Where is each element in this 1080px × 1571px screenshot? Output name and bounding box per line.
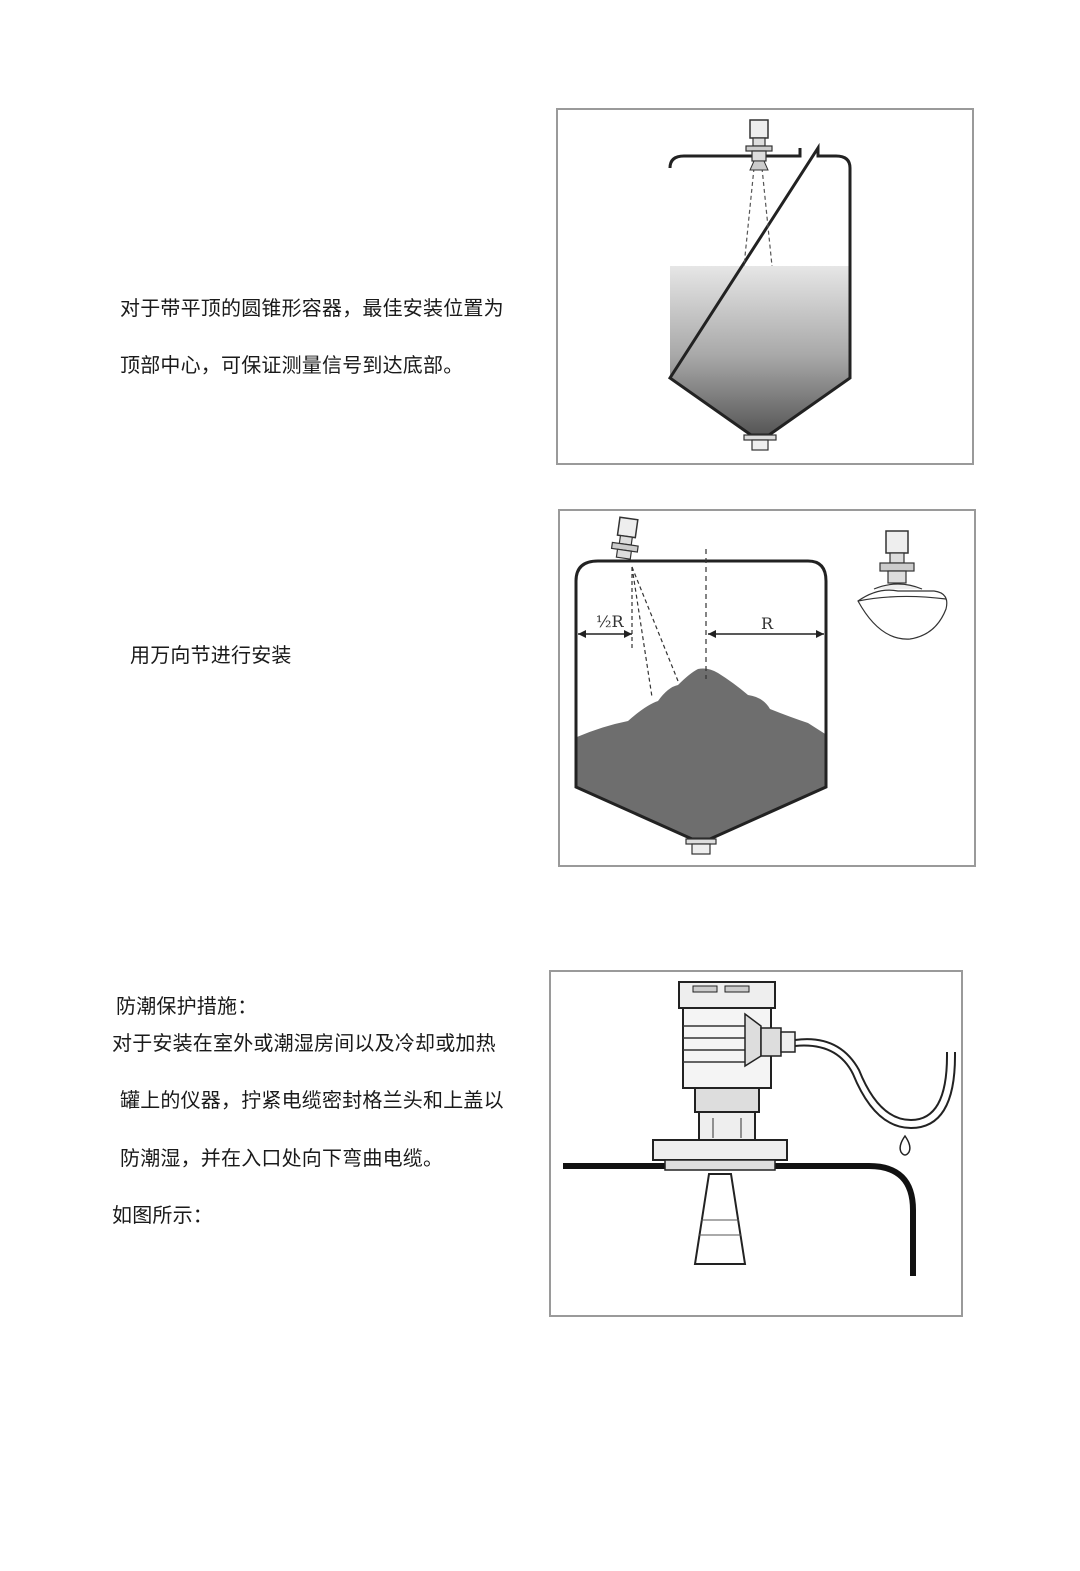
section3-line-4: 如图所示： <box>112 1203 213 1227</box>
gimbal-mount-diagram: ½R R <box>558 509 976 867</box>
tank-wall <box>563 1163 916 1276</box>
figure-cone-silo-top-center <box>556 108 974 465</box>
section3-heading: 防潮保护措施： <box>116 994 258 1018</box>
figure-cable-bend <box>549 970 963 1317</box>
flange <box>652 1139 788 1161</box>
radar-sensor-icon <box>678 981 776 1141</box>
cable <box>794 1038 948 1122</box>
section3-line-2: 罐上的仪器，拧紧电缆密封格兰头和上盖以 <box>120 1088 504 1112</box>
section1-line-1: 对于带平顶的圆锥形容器，最佳安装位置为 <box>120 296 504 320</box>
section2-line-1: 用万向节进行安装 <box>130 643 292 667</box>
cone-silo-diagram <box>556 108 974 465</box>
figure-gimbal-mount: ½R R <box>558 509 976 867</box>
label-r: R <box>761 614 774 633</box>
label-half-r: ½R <box>596 612 625 631</box>
section1-line-2: 顶部中心，可保证测量信号到达底部。 <box>120 353 464 377</box>
cable-gland <box>760 1027 782 1057</box>
gimbal-detail-icon <box>857 530 948 640</box>
water-drop-icon <box>899 1134 911 1156</box>
vessel-outline <box>574 559 828 841</box>
outlet-icon <box>685 838 717 855</box>
outlet-icon <box>743 434 777 451</box>
radar-sensor-icon <box>745 119 773 171</box>
cable-bend-diagram <box>549 970 963 1317</box>
section3-line-1: 对于安装在室外或潮湿房间以及冷却或加热 <box>112 1031 496 1055</box>
horn-antenna <box>693 1173 747 1265</box>
section3-line-3: 防潮湿，并在入口处向下弯曲电缆。 <box>120 1146 444 1170</box>
radar-sensor-icon <box>610 516 639 560</box>
material-mound <box>576 668 826 839</box>
